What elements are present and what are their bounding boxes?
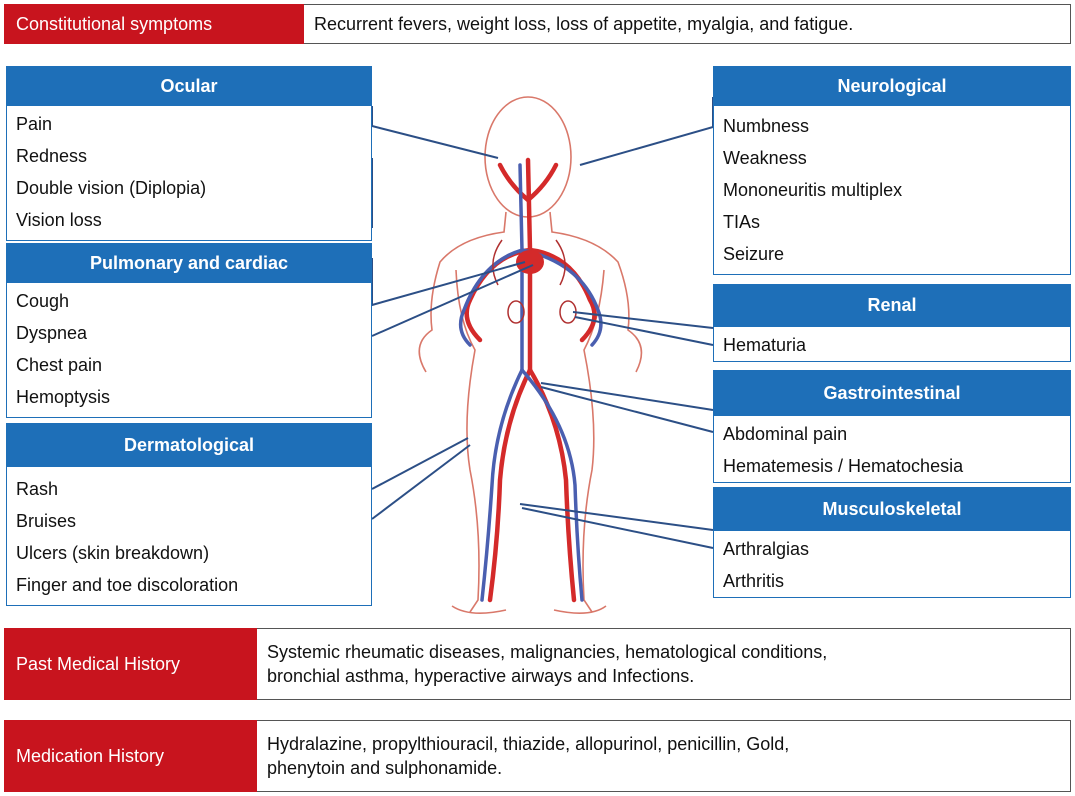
connector-neuro (580, 97, 713, 165)
neurological-list: Numbness Weakness Mononeuritis multiplex… (713, 106, 1071, 275)
pulmonary-panel: Pulmonary and cardiac Cough Dyspnea Ches… (6, 243, 372, 418)
right-arm-outline (550, 212, 641, 372)
dermatological-panel: Dermatological Rash Bruises Ulcers (skin… (6, 423, 372, 606)
gastrointestinal-list: Abdominal pain Hematemesis / Hematochesi… (713, 416, 1071, 483)
left-arm-outline (419, 212, 506, 372)
musculoskeletal-panel: Musculoskeletal Arthralgias Arthritis (713, 487, 1071, 598)
renal-title: Renal (713, 284, 1071, 327)
connector-derm-a (372, 438, 468, 489)
medication-history-line-2: phenytoin and sulphonamide. (267, 756, 502, 780)
connector-msk-b (522, 508, 713, 548)
list-item: Abdominal pain (714, 418, 1070, 450)
past-history-label: Past Medical History (4, 628, 257, 700)
list-item: TIAs (714, 206, 1070, 238)
list-item: Vision loss (7, 204, 371, 236)
medication-history-label: Medication History (4, 720, 257, 792)
musculoskeletal-title: Musculoskeletal (713, 487, 1071, 531)
connector-ocular-a (372, 106, 498, 158)
dermatological-title: Dermatological (6, 423, 372, 467)
renal-panel: Renal Hematuria (713, 284, 1071, 362)
past-history-bar: Past Medical History Systemic rheumatic … (4, 628, 1071, 700)
list-item: Seizure (714, 238, 1070, 270)
medication-history-line-1: Hydralazine, propylthiouracil, thiazide,… (267, 732, 789, 756)
list-item: Numbness (714, 110, 1070, 142)
list-item: Hematuria (714, 329, 1070, 361)
right-leg-artery (530, 370, 574, 600)
past-history-text: Systemic rheumatic diseases, malignancie… (257, 628, 1071, 700)
list-item: Pain (7, 108, 371, 140)
neurological-title: Neurological (713, 66, 1071, 106)
connector-gi-a (541, 383, 713, 410)
list-item: Cough (7, 285, 371, 317)
medication-history-bar: Medication History Hydralazine, propylth… (4, 720, 1071, 792)
connector-pulmonary-b (372, 265, 533, 336)
list-item: Arthralgias (714, 533, 1070, 565)
musculoskeletal-list: Arthralgias Arthritis (713, 531, 1071, 598)
renal-list: Hematuria (713, 327, 1071, 362)
dermatological-list: Rash Bruises Ulcers (skin breakdown) Fin… (6, 467, 372, 606)
list-item: Weakness (714, 142, 1070, 174)
ocular-list: Pain Redness Double vision (Diplopia) Vi… (6, 106, 372, 241)
list-item: Dyspnea (7, 317, 371, 349)
list-item: Double vision (Diplopia) (7, 172, 371, 204)
medication-history-text: Hydralazine, propylthiouracil, thiazide,… (257, 720, 1071, 792)
list-item: Hematemesis / Hematochesia (714, 450, 1070, 482)
list-item: Redness (7, 140, 371, 172)
neurological-panel: Neurological Numbness Weakness Mononeuri… (713, 66, 1071, 275)
past-history-line-2: bronchial asthma, hyperactive airways an… (267, 664, 694, 688)
list-item: Rash (7, 473, 371, 505)
list-item: Mononeuritis multiplex (714, 174, 1070, 206)
ocular-panel: Ocular Pain Redness Double vision (Diplo… (6, 66, 372, 241)
feet-outline (452, 606, 606, 613)
list-item: Finger and toe discoloration (7, 569, 371, 601)
gastrointestinal-title: Gastrointestinal (713, 370, 1071, 416)
list-item: Ulcers (skin breakdown) (7, 537, 371, 569)
list-item: Chest pain (7, 349, 371, 381)
list-item: Bruises (7, 505, 371, 537)
pulmonary-list: Cough Dyspnea Chest pain Hemoptysis (6, 283, 372, 418)
ocular-title: Ocular (6, 66, 372, 106)
list-item: Arthritis (714, 565, 1070, 597)
pulmonary-title: Pulmonary and cardiac (6, 243, 372, 283)
left-leg-artery (490, 370, 530, 600)
connector-gi-b (541, 387, 713, 432)
past-history-line-1: Systemic rheumatic diseases, malignancie… (267, 640, 827, 664)
connector-pulmonary-a (372, 258, 525, 305)
list-item: Hemoptysis (7, 381, 371, 413)
gastrointestinal-panel: Gastrointestinal Abdominal pain Hemateme… (713, 370, 1071, 483)
connector-msk-a (520, 504, 713, 530)
